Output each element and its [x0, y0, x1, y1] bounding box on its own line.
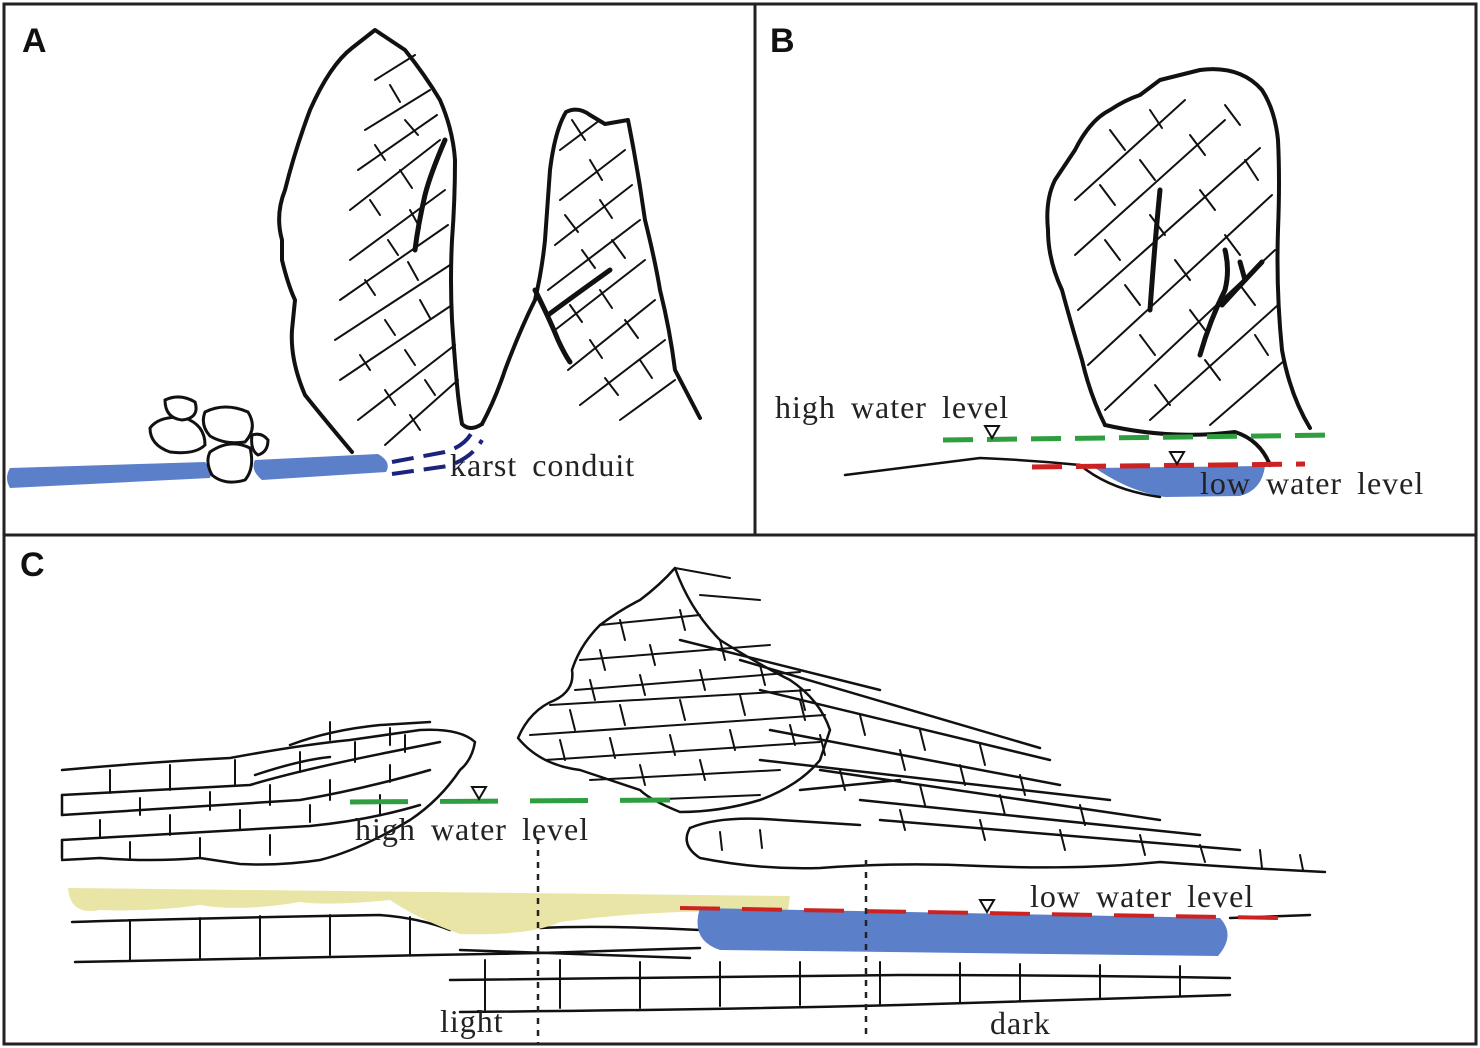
panel-a-letter: A — [22, 22, 47, 60]
panel-c-right-beds — [678, 638, 1327, 874]
panel-a-left-pillar — [277, 28, 484, 454]
light-zone-label: light — [440, 1003, 504, 1039]
water-level-marker-icon — [978, 899, 996, 914]
panel-b-rock-block — [1045, 67, 1312, 430]
karst-conduit-line — [391, 431, 474, 464]
panel-a-right-pillar-bricks — [532, 119, 676, 421]
panel-c-high-water-label: high water level — [355, 811, 589, 847]
panel-b-ground-line — [843, 456, 1082, 477]
panel-b-water-pool — [1095, 466, 1265, 497]
karst-conduit-line — [391, 438, 484, 476]
panel-b-high-water-line — [942, 432, 1337, 443]
panel-a-water — [7, 454, 388, 488]
panel-b-frame — [753, 2, 1478, 537]
panel-c-high-water-line — [349, 797, 671, 805]
panel-b-low-water-label: low water level — [1200, 465, 1424, 501]
panel-c-low-water-label: low water level — [1030, 878, 1254, 914]
karst-conduit-label: karst conduit — [450, 447, 635, 483]
panel-b-letter: B — [770, 22, 795, 60]
panel-c-letter: C — [20, 546, 45, 584]
panel-b-rock-bricks — [1074, 99, 1286, 426]
panel-b-rock-base — [1103, 423, 1272, 467]
panel-c: C — [20, 546, 1327, 1044]
panel-a-left-pillar-bricks — [334, 54, 459, 446]
panel-b: B high water level low water level — [770, 22, 1424, 501]
panel-c-low-water-line — [679, 906, 1281, 920]
panel-a: A karst conduit — [7, 22, 702, 488]
panel-b-low-water-line — [1031, 461, 1306, 470]
dark-zone-label: dark — [990, 1005, 1051, 1041]
boulder-pile — [148, 395, 270, 484]
panel-c-water-body — [697, 908, 1228, 956]
panel-a-right-pillar — [480, 107, 702, 426]
panel-c-left-beds — [60, 720, 477, 866]
water-level-marker-icon — [1168, 451, 1186, 466]
water-level-marker-icon — [470, 786, 488, 801]
water-level-marker-icon — [983, 425, 1001, 440]
panel-c-central-rock — [516, 566, 832, 814]
panel-c-frame — [2, 533, 1478, 1046]
sediment-deposit — [68, 888, 790, 935]
panel-b-pool-rim — [1078, 463, 1162, 499]
panel-b-high-water-label: high water level — [775, 389, 1009, 425]
